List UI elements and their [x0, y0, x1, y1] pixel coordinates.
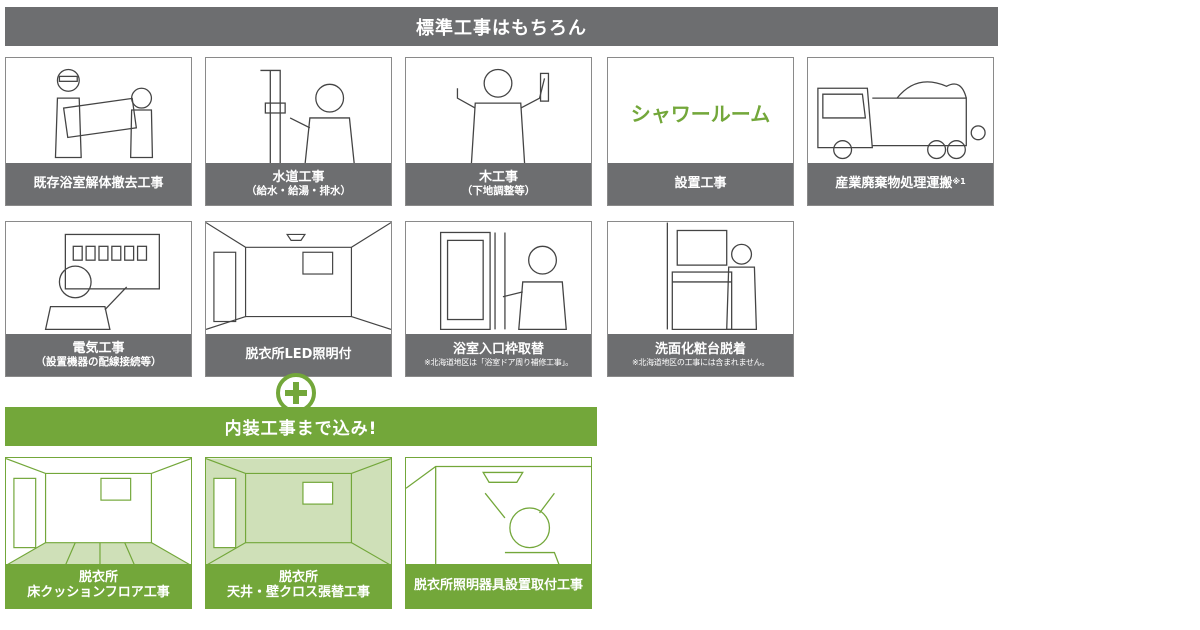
standard-work-title: 標準工事はもちろん: [416, 17, 587, 39]
waste-title-wrap: 産業廃棄物処理運搬※1: [835, 175, 966, 192]
card-plumbing: 水道工事 （給水・給湯・排水）: [205, 57, 392, 206]
wallpaper-room-illustration: [206, 458, 391, 566]
card-led: 脱衣所LED照明付: [205, 221, 392, 377]
shower-room-logo-text: シャワールーム: [630, 101, 771, 126]
card-wallpaper: 脱衣所 天井・壁クロス張替工事: [205, 457, 392, 609]
card-lighting: 脱衣所照明器具設置取付工事: [405, 457, 592, 609]
plumbing-subtitle: （給水・給湯・排水）: [246, 185, 351, 198]
plumbing-label: 水道工事 （給水・給湯・排水）: [206, 163, 391, 205]
led-room-illustration: [206, 222, 391, 330]
waste-footnote-mark: ※1: [952, 176, 966, 186]
electrical-title: 電気工事: [72, 340, 125, 356]
plumbing-illustration: [260, 69, 356, 166]
card-installation: シャワールーム 設置工事: [607, 57, 794, 206]
card-floor: 脱衣所 床クッションフロア工事: [5, 457, 192, 609]
wallpaper-label: 脱衣所 天井・壁クロス張替工事: [206, 564, 391, 608]
vanity-title: 洗面化粧台脱着: [654, 341, 746, 357]
door-frame-title: 浴室入口枠取替: [452, 341, 544, 357]
waste-title: 産業廃棄物処理運搬: [835, 175, 953, 191]
card-waste: 産業廃棄物処理運搬※1: [807, 57, 994, 206]
door-frame-note: ※北海道地区は「浴室ドア周り補修工事」。: [424, 357, 573, 367]
electrical-subtitle: （設置機器の配線接続等）: [35, 356, 162, 369]
card-electrical: 電気工事 （設置機器の配線接続等）: [5, 221, 192, 377]
interior-work-title: 内装工事まで込み!: [224, 419, 378, 439]
card-vanity: 洗面化粧台脱着 ※北海道地区の工事には含まれません。: [607, 221, 794, 377]
standard-work-banner: 標準工事はもちろん: [5, 7, 998, 46]
carpentry-title: 木工事: [478, 169, 518, 185]
lighting-install-illustration: [406, 465, 591, 566]
installation-label: 設置工事: [608, 163, 793, 205]
lighting-label: 脱衣所照明器具設置取付工事: [406, 564, 591, 608]
wallpaper-title: 脱衣所: [278, 570, 318, 586]
floor-subtitle: 床クッションフロア工事: [27, 585, 170, 600]
led-label: 脱衣所LED照明付: [206, 334, 391, 376]
vanity-label: 洗面化粧台脱着 ※北海道地区の工事には含まれません。: [608, 334, 793, 376]
vanity-illustration: [666, 222, 758, 330]
demolition-label: 既存浴室解体撤去工事: [6, 163, 191, 205]
carpentry-label: 木工事 （下地調整等）: [406, 163, 591, 205]
vanity-note: ※北海道地区の工事には含まれません。: [631, 357, 770, 367]
door-frame-illustration: [439, 231, 567, 330]
demolition-title: 既存浴室解体撤去工事: [33, 175, 164, 191]
shower-room-logo: シャワールーム: [608, 58, 793, 166]
electrical-illustration: [44, 233, 160, 330]
floor-label: 脱衣所 床クッションフロア工事: [6, 564, 191, 608]
carpentry-subtitle: （下地調整等）: [461, 185, 536, 198]
waste-label: 産業廃棄物処理運搬※1: [808, 163, 993, 205]
demolition-illustration: [54, 68, 154, 159]
carpentry-illustration: [456, 68, 550, 166]
wallpaper-subtitle: 天井・壁クロス張替工事: [226, 585, 370, 600]
plumbing-title: 水道工事: [272, 169, 325, 185]
door-frame-label: 浴室入口枠取替 ※北海道地区は「浴室ドア周り補修工事」。: [406, 334, 591, 376]
card-carpentry: 木工事 （下地調整等）: [405, 57, 592, 206]
interior-work-banner: 内装工事まで込み!: [5, 407, 597, 446]
truck-illustration: [817, 81, 986, 160]
floor-title: 脱衣所: [78, 570, 118, 586]
installation-title: 設置工事: [674, 175, 727, 191]
card-door-frame: 浴室入口枠取替 ※北海道地区は「浴室ドア周り補修工事」。: [405, 221, 592, 377]
lighting-title: 脱衣所照明器具設置取付工事: [413, 577, 583, 593]
floor-room-illustration: [6, 458, 191, 566]
electrical-label: 電気工事 （設置機器の配線接続等）: [6, 334, 191, 376]
led-title: 脱衣所LED照明付: [245, 346, 352, 362]
card-demolition: 既存浴室解体撤去工事: [5, 57, 192, 206]
